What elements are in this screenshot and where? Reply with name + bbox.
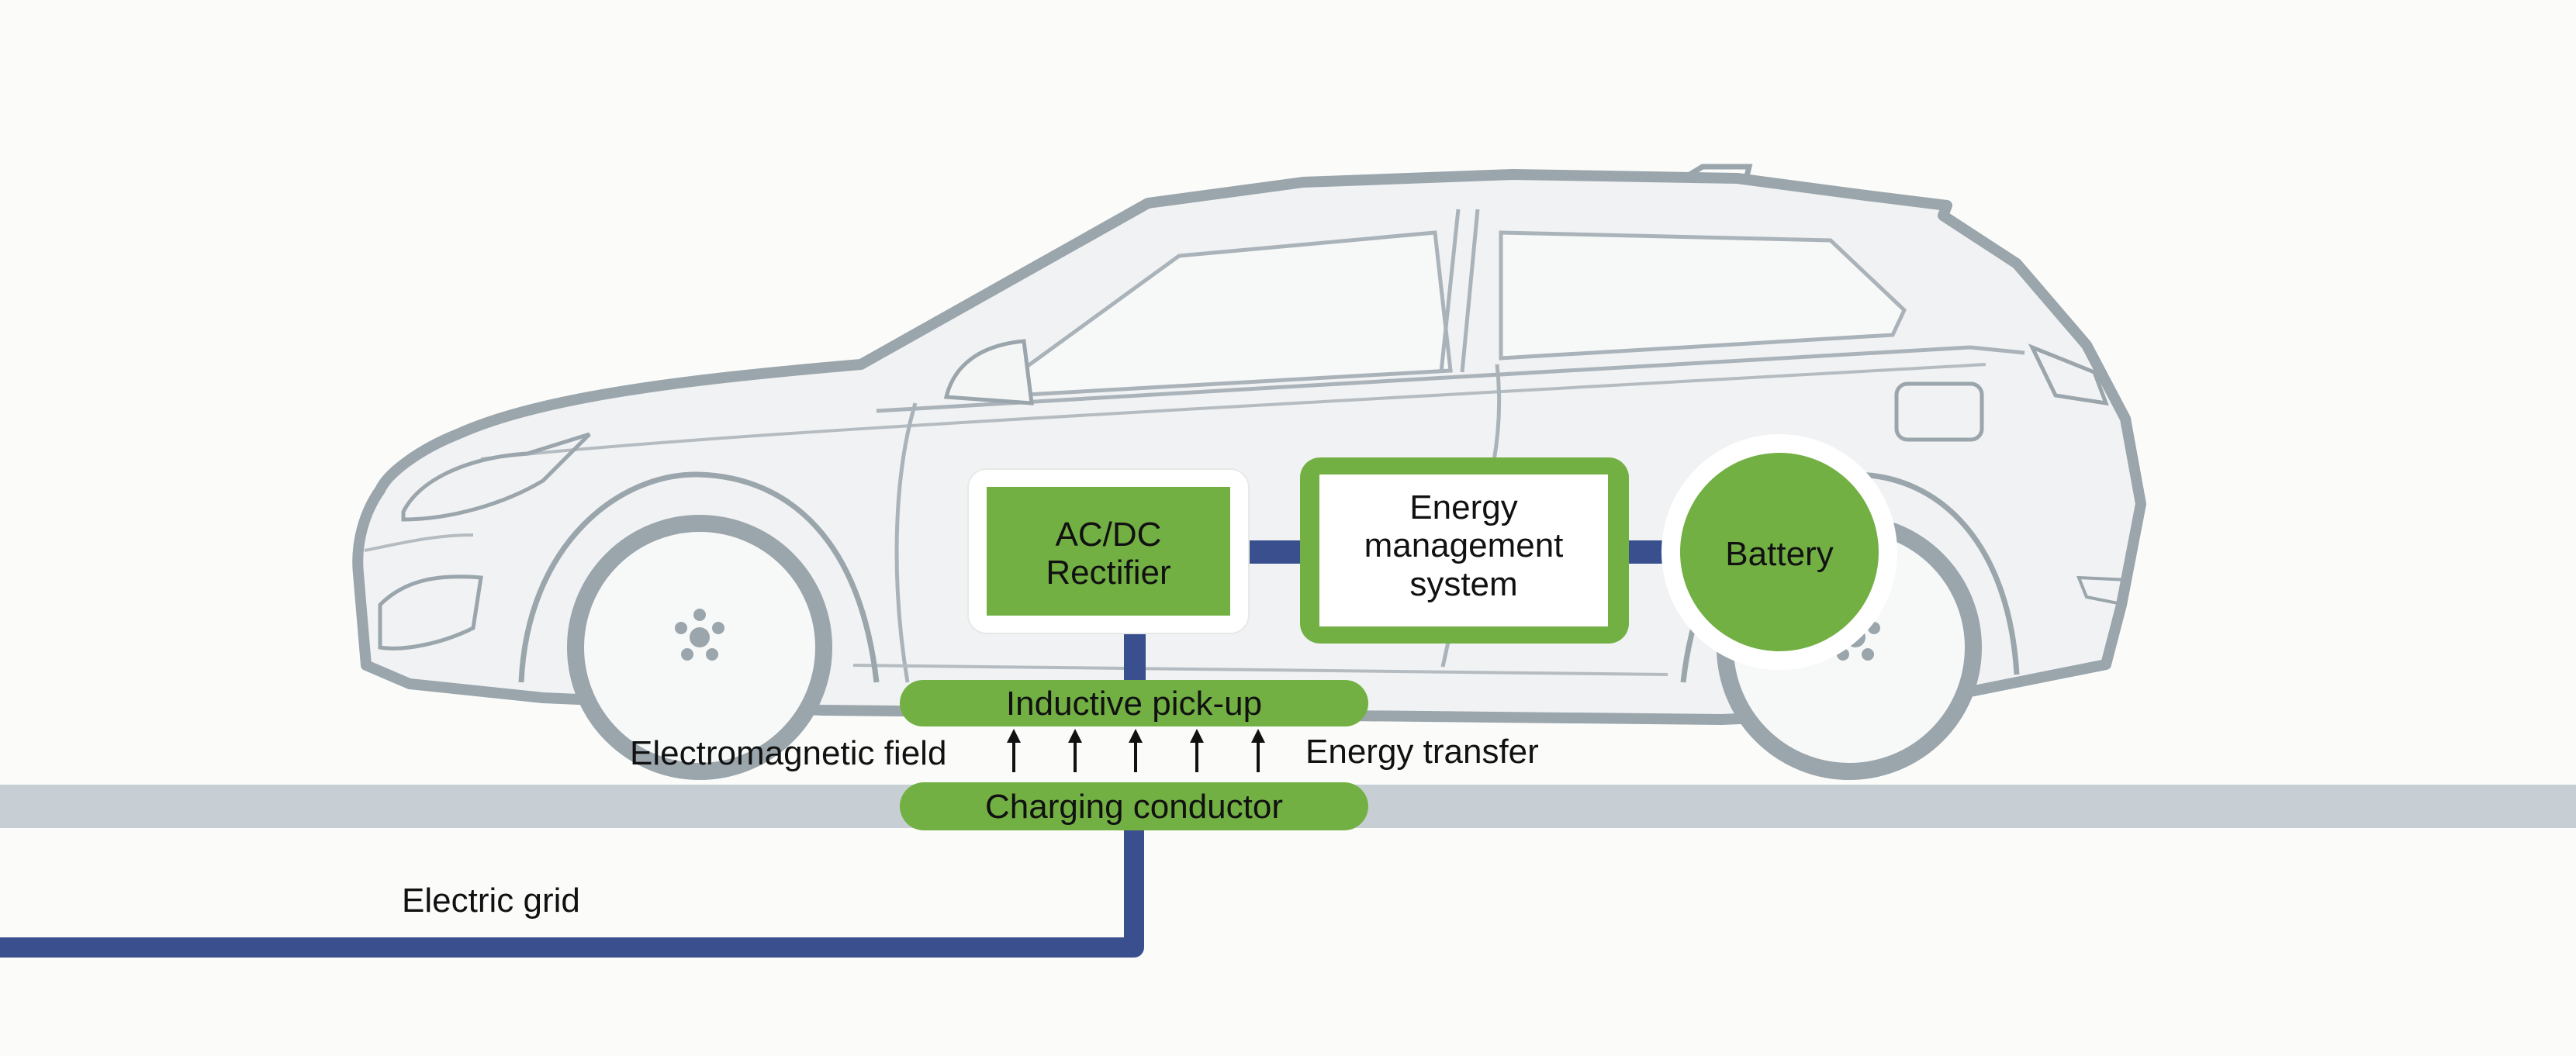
car-front-door-line xyxy=(894,402,918,683)
ems-label: Energy management system xyxy=(1319,488,1608,603)
ems-label-line3: system xyxy=(1409,564,1518,603)
rectifier-label: AC/DC Rectifier xyxy=(987,516,1230,592)
charging-conductor-pill xyxy=(900,782,1368,830)
rectifier-label-line2: Rectifier xyxy=(1046,554,1171,592)
car-front-hub xyxy=(675,609,724,661)
electric-grid-label: Electric grid xyxy=(402,882,580,920)
link-rectifier-to-ems xyxy=(1249,540,1300,564)
electric-grid-cable xyxy=(0,830,1144,958)
car-fog-light xyxy=(378,575,483,651)
car-belt-line xyxy=(876,345,2025,413)
car-shoulder-line xyxy=(480,363,1986,461)
charging-conductor-label: Charging conductor xyxy=(984,788,1283,826)
car-rear-reflector xyxy=(2076,575,2132,607)
energy-transfer-arrows xyxy=(1007,729,1265,772)
rectifier-inner-box xyxy=(987,487,1230,616)
car-front-grille xyxy=(364,533,474,552)
car-front-window xyxy=(978,230,1453,399)
inductive-pickup-label: Inductive pick-up xyxy=(1005,685,1263,723)
car-spoiler xyxy=(1682,164,1753,183)
battery-label: Battery xyxy=(1725,535,1834,573)
car-tail-light xyxy=(2028,343,2109,406)
ems-inner-box xyxy=(1319,475,1608,626)
car-b-pillar xyxy=(1439,209,1480,373)
car-headlight xyxy=(401,432,591,522)
car-side-mirror xyxy=(943,339,1034,405)
car-rear-window xyxy=(1499,230,1907,361)
car-front-arch xyxy=(518,471,880,683)
ems-label-line2: management xyxy=(1364,526,1564,565)
ems-label-line1: Energy xyxy=(1409,488,1518,526)
battery-circle xyxy=(1680,453,1879,651)
car-door-handle xyxy=(1894,381,1984,442)
electromagnetic-field-label: Electromagnetic field xyxy=(630,734,947,772)
rectifier-label-line1: AC/DC xyxy=(1055,516,1162,554)
energy-transfer-label: Energy transfer xyxy=(1305,733,1539,771)
inductive-pickup-pill xyxy=(900,680,1368,726)
car-sill-line xyxy=(852,664,1668,676)
